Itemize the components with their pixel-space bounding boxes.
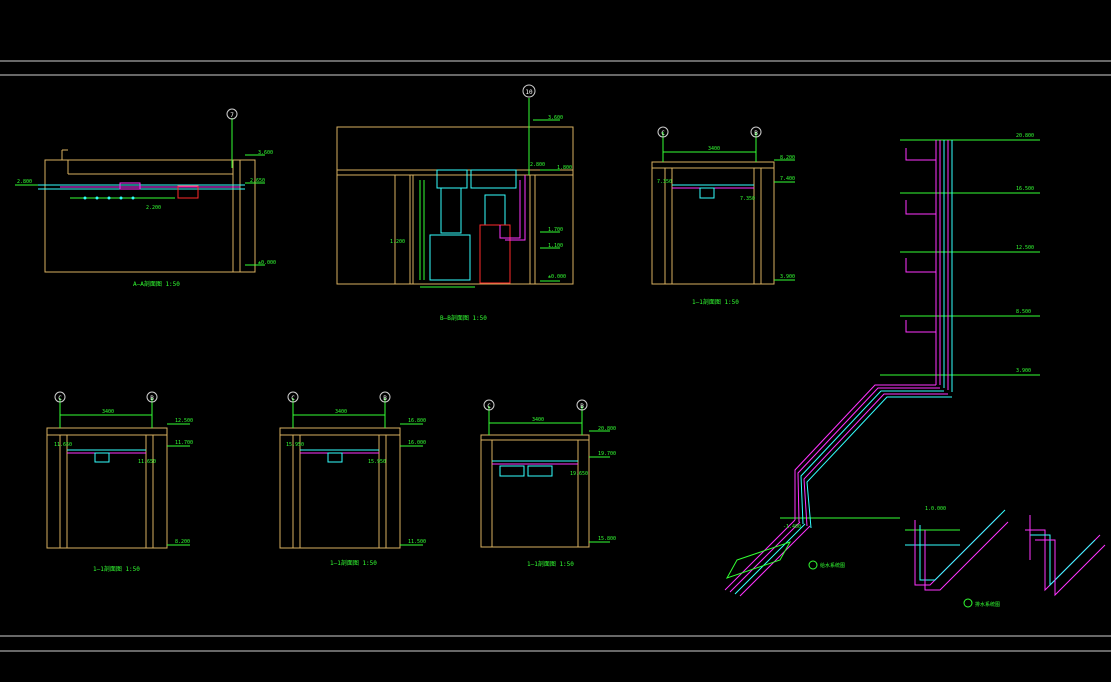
elevation-label: 2.650 (250, 178, 265, 184)
grid-bubble-7 (226, 108, 238, 120)
grid-bubble-10 (522, 84, 536, 98)
grid-label: B (580, 403, 584, 410)
grid-label: B (150, 395, 154, 402)
elevation-label: 3.900 (780, 274, 795, 280)
grid-label: C (291, 395, 295, 402)
elevation-label: 1.200 (390, 239, 405, 245)
elevation-label: ±0.000 (258, 260, 276, 266)
grid-bubble-c (657, 126, 669, 138)
elevation-label: 11.650 (54, 442, 72, 448)
dimension-label: 3400 (335, 409, 347, 415)
system-mark-b (963, 598, 973, 608)
section-view-1-1-b: C B 3400 12.500 11.700 11.650 11.650 8.2… (46, 391, 193, 573)
section-view-1-1-a: C B 3400 8.200 7.400 7.350 7.350 3.900 1… (651, 126, 795, 306)
grid-label: B (383, 395, 387, 402)
elevation-label: 8.500 (1016, 309, 1031, 315)
system-mark-a (808, 560, 818, 570)
elevation-label: 11.700 (175, 440, 193, 446)
elevation-label: 1.700 (548, 227, 563, 233)
grid-bubble-b (750, 126, 762, 138)
elevation-label: 7.350 (740, 196, 755, 202)
section-view-a-a: 7 3.600 2.650 2.800 2.200 ±0.000 A—A剖面图 … (15, 108, 276, 288)
elevation-label: 15.950 (368, 459, 386, 465)
dimension-label: 3400 (532, 417, 544, 423)
elevation-label: 15.800 (598, 536, 616, 542)
elevation-label: 8.200 (175, 539, 190, 545)
elevation-label: 12.500 (1016, 245, 1034, 251)
elevation-label: ±0.000 (548, 274, 566, 280)
drawing-frame (0, 60, 1111, 652)
elevation-label: 11.650 (138, 459, 156, 465)
elevation-label: 16.500 (1016, 186, 1034, 192)
grid-label: C (58, 395, 62, 402)
section-view-1-1-c: C B 3400 16.800 16.000 15.950 15.950 11.… (279, 391, 426, 567)
elevation-label: 2.800 (530, 162, 545, 168)
pipe-isometric-detail: 排水系统图 (905, 509, 1106, 608)
elevation-label: 1.0.000 (925, 506, 946, 512)
pipe-riser-system-diagram: 20.800 16.500 12.500 8.500 3.900 1.0.000… (724, 133, 1040, 597)
elevation-label: 1.100 (548, 243, 563, 249)
view-title: B—B剖面图 1:50 (440, 314, 487, 322)
elevation-label: 12.500 (175, 418, 193, 424)
elevation-label: 1.800 (557, 165, 572, 171)
elevation-label: 8.200 (780, 155, 795, 161)
view-title: 1—1剖面图 1:50 (527, 560, 574, 568)
grid-label: C (487, 403, 491, 410)
elevation-label: 19.700 (598, 451, 616, 457)
view-title: 1—1剖面图 1:50 (330, 559, 377, 567)
view-title: 1—1剖面图 1:50 (692, 298, 739, 306)
grid-label: 7 (230, 112, 234, 119)
grid-bubble-b (576, 399, 588, 411)
grid-bubble-c (287, 391, 299, 403)
grid-label: C (661, 130, 665, 137)
grid-bubble-c (483, 399, 495, 411)
elevation-label: 16.000 (408, 440, 426, 446)
dimension-label: 3400 (102, 409, 114, 415)
elevation-label: 19.650 (570, 471, 588, 477)
section-view-b-b: 10 3.600 2.800 1.800 1.700 1.100 1.200 ±… (336, 84, 574, 322)
grid-bubble-c (54, 391, 66, 403)
elevation-label: 3.600 (258, 150, 273, 156)
grid-bubble-b (379, 391, 391, 403)
grid-bubble-b (146, 391, 158, 403)
elevation-label: 20.800 (1016, 133, 1034, 139)
elevation-label: 20.800 (598, 426, 616, 432)
elevation-label: -1.400 (783, 524, 801, 530)
elevation-label: 15.950 (286, 442, 304, 448)
elevation-label: 3.600 (548, 115, 563, 121)
elevation-label: 3.900 (1016, 368, 1031, 374)
grid-label: 10 (525, 89, 533, 96)
elevation-label: 2.200 (146, 205, 161, 211)
grid-label: B (754, 130, 758, 137)
elevation-label: 2.800 (17, 179, 32, 185)
elevation-label: 11.500 (408, 539, 426, 545)
view-title: 排水系统图 (975, 601, 1000, 608)
section-view-1-1-d: C B 3400 20.800 19.700 19.650 15.800 1—1… (480, 399, 616, 568)
dimension-label: 3400 (708, 146, 720, 152)
view-title: A—A剖面图 1:50 (133, 280, 180, 288)
view-title: 1—1剖面图 1:50 (93, 565, 140, 573)
elevation-label: 16.800 (408, 418, 426, 424)
elevation-label: 7.350 (657, 179, 672, 185)
view-title: 给水系统图 (820, 562, 845, 569)
elevation-label: 7.400 (780, 176, 795, 182)
